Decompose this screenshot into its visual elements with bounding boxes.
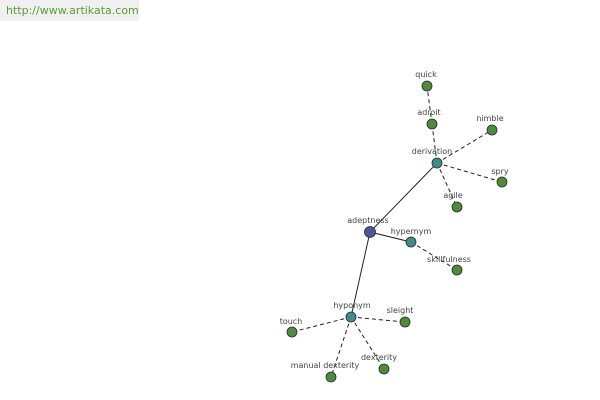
node-circle-hypernym[interactable] [405,236,417,248]
edge-derivation-agile [436,162,458,208]
node-label-sleight: sleight [387,306,414,315]
node-touch[interactable]: touch [280,317,303,338]
edge-adroit-quick [426,85,433,125]
node-hypernym[interactable]: hypernym [391,227,432,248]
edge-hypernym-skillfulness [410,241,458,271]
node-adeptness[interactable]: adeptness [347,216,389,238]
node-label-hyponym: hyponym [333,301,371,310]
edge-adeptness-hypernym [369,231,412,243]
node-circle-agile[interactable] [451,201,463,213]
nodes-layer: adeptness derivation hypernym hyponym quick a… [280,70,509,383]
edge-hyponym-manual-dexterity [330,316,352,378]
node-derivation[interactable]: derivation [412,147,452,169]
node-circle-hyponym[interactable] [345,311,357,323]
node-label-dexterity: dexterity [361,353,397,362]
node-circle-dexterity[interactable] [378,363,390,375]
node-label-agile: agile [443,191,462,200]
edge-adeptness-derivation [369,162,438,233]
node-label-quick: quick [415,70,437,79]
node-circle-nimble[interactable] [486,124,498,136]
edge-derivation-adroit [431,123,438,164]
node-label-touch: touch [280,317,303,326]
node-circle-sleight[interactable] [399,316,411,328]
node-circle-manual-dexterity[interactable] [325,371,337,383]
edge-hyponym-dexterity [350,316,385,370]
node-circle-adroit[interactable] [426,118,438,130]
edges-layer [291,85,503,378]
edge-hyponym-touch [291,316,352,333]
site-url-link[interactable]: http://www.artikata.com [0,0,139,21]
node-agile[interactable]: agile [443,191,463,213]
node-label-spry: spry [491,167,509,176]
node-label-nimble: nimble [476,114,503,123]
node-quick[interactable]: quick [415,70,437,92]
node-label-adroit: adroit [417,108,440,117]
node-hyponym[interactable]: hyponym [333,301,371,323]
node-circle-skillfulness[interactable] [451,264,463,276]
node-spry[interactable]: spry [491,167,509,188]
node-circle-touch[interactable] [286,326,298,338]
node-label-manual-dexterity: manual dexterity [291,361,360,370]
node-manual-dexterity[interactable]: manual dexterity [291,361,360,383]
node-nimble[interactable]: nimble [476,114,504,136]
node-circle-adeptness[interactable] [364,226,376,238]
node-adroit[interactable]: adroit [417,108,441,130]
node-dexterity[interactable]: dexterity [361,353,397,375]
node-circle-quick[interactable] [421,80,433,92]
edge-hyponym-sleight [350,316,406,323]
node-sleight[interactable]: sleight [387,306,414,328]
node-circle-spry[interactable] [496,176,508,188]
edge-derivation-nimble [436,129,493,164]
edge-adeptness-hyponym [350,231,371,318]
node-label-skillfulness: skillfulness [427,255,471,264]
node-skillfulness[interactable]: skillfulness [427,255,471,276]
node-label-adeptness: adeptness [347,216,388,225]
node-circle-derivation[interactable] [431,157,443,169]
node-label-hypernym: hypernym [391,227,432,236]
node-label-derivation: derivation [412,147,452,156]
edge-derivation-spry [436,162,503,183]
